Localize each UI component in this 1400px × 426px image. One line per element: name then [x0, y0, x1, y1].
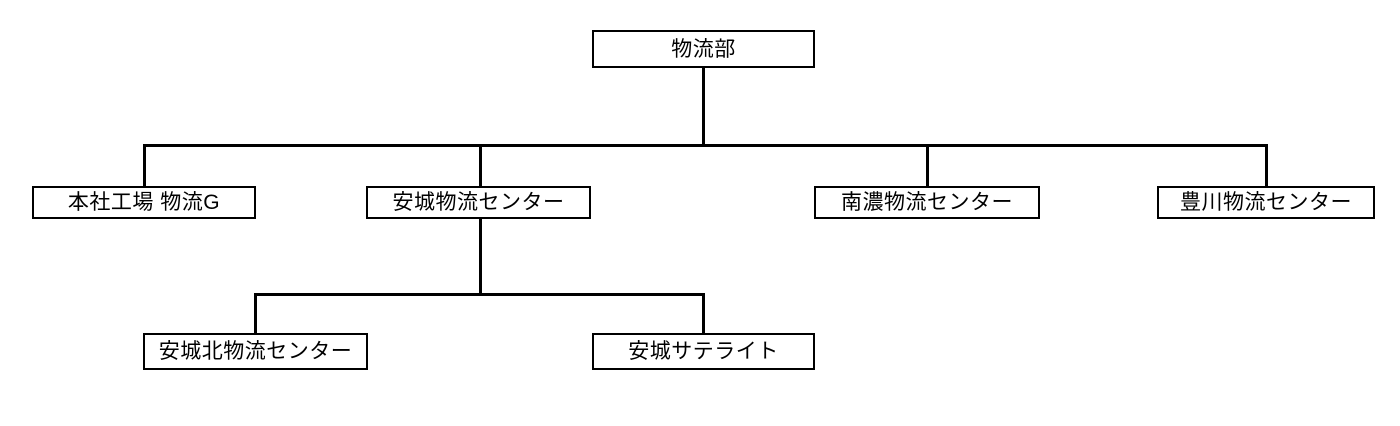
- org-node-root[interactable]: 物流部: [592, 30, 815, 68]
- org-node-anjo-kita-center[interactable]: 安城北物流センター: [143, 333, 368, 370]
- connector-level2-bus: [254, 293, 704, 296]
- connector-anjo-center-drop: [479, 217, 482, 296]
- connector-drop-anjo-center: [479, 144, 482, 187]
- connector-drop-honsha-koujou: [143, 144, 146, 187]
- connector-drop-toyokawa-center: [1265, 144, 1268, 187]
- org-node-anjo-center[interactable]: 安城物流センター: [366, 186, 591, 219]
- connector-level1-bus: [143, 144, 1268, 147]
- connector-drop-nanno-center: [926, 144, 929, 187]
- org-node-anjo-satellite[interactable]: 安城サテライト: [592, 333, 815, 370]
- connector-root-drop: [702, 66, 705, 146]
- org-node-nanno-center[interactable]: 南濃物流センター: [814, 186, 1040, 219]
- org-node-honsha-koujou[interactable]: 本社工場 物流G: [32, 186, 256, 219]
- connector-drop-anjo-kita-center: [254, 293, 257, 335]
- connector-drop-anjo-satellite: [702, 293, 705, 335]
- org-node-toyokawa-center[interactable]: 豊川物流センター: [1157, 186, 1375, 219]
